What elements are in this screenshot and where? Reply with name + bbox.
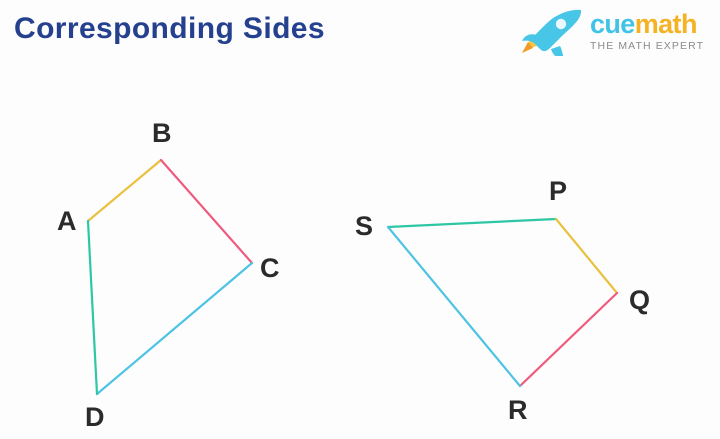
side-qr bbox=[518, 291, 619, 388]
side-pq bbox=[554, 217, 619, 295]
brand-wordmark: cuemath THE MATH EXPERT bbox=[590, 10, 714, 52]
brand-name-math: math bbox=[634, 9, 698, 39]
vertex-label-a: A bbox=[57, 206, 77, 236]
vertex-label-b: B bbox=[152, 118, 172, 148]
side-da bbox=[86, 219, 99, 396]
vertex-label-q: Q bbox=[629, 285, 650, 315]
side-ab bbox=[86, 158, 163, 223]
vertex-label-s: S bbox=[355, 211, 373, 241]
quadrilateral-abcd: A B C D bbox=[57, 118, 280, 432]
side-sp bbox=[386, 217, 558, 229]
side-rs bbox=[386, 225, 522, 388]
brand-name-cue: cue bbox=[590, 9, 635, 39]
page-title: Corresponding Sides bbox=[14, 12, 325, 45]
rocket-icon bbox=[522, 9, 582, 56]
vertex-label-d: D bbox=[85, 402, 105, 432]
vertex-label-r: R bbox=[508, 395, 528, 425]
quadrilateral-pqrs: P Q R S bbox=[355, 176, 650, 425]
side-cd bbox=[95, 261, 254, 396]
side-bc bbox=[159, 158, 254, 265]
vertex-label-p: P bbox=[549, 176, 567, 206]
vertex-label-c: C bbox=[260, 253, 280, 283]
brand-tagline: THE MATH EXPERT bbox=[590, 40, 705, 52]
brand-logo[interactable]: cuemath THE MATH EXPERT bbox=[518, 6, 714, 58]
